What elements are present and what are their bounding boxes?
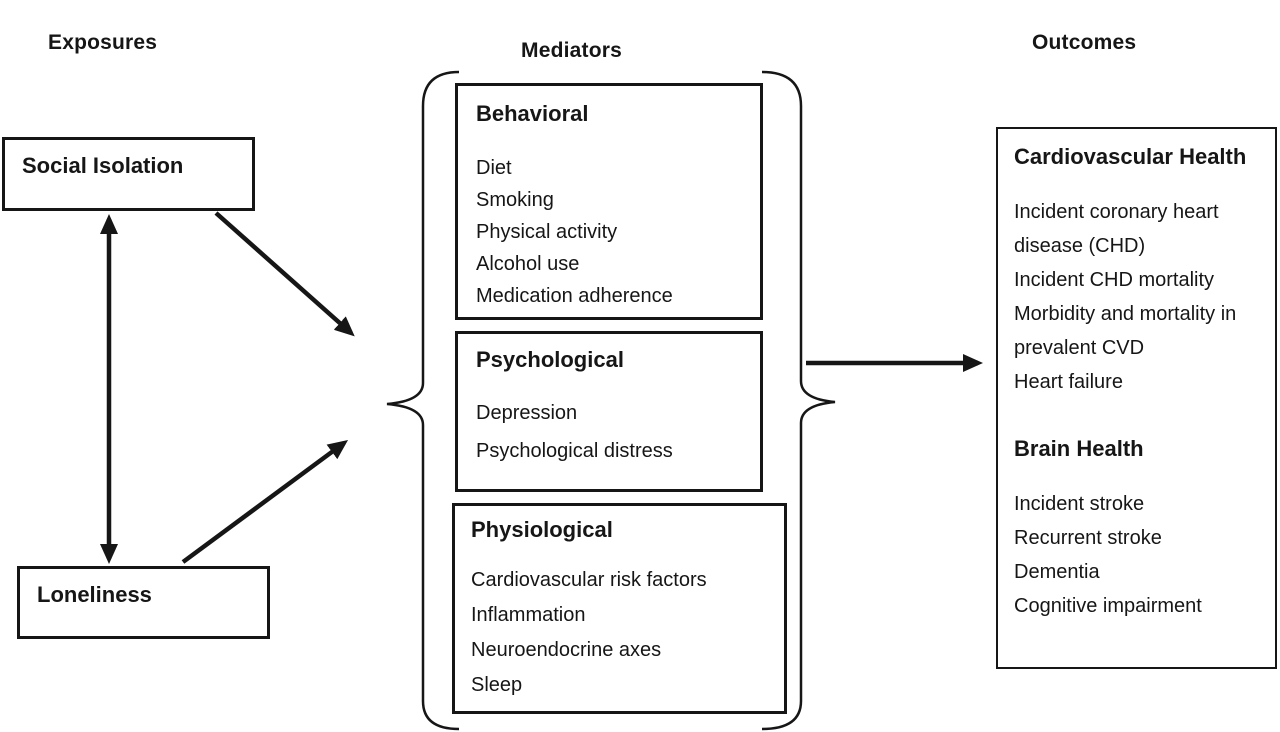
list-item: Inflammation [471, 604, 586, 626]
brain-health-section: Brain Health Incident stroke Recurrent s… [1014, 435, 1261, 623]
list-item: Dementia [1014, 561, 1100, 583]
column-heading-exposures: Exposures [48, 31, 158, 54]
behavioral-title: Behavioral [476, 101, 589, 126]
list-item: Alcohol use [476, 253, 580, 275]
physiological-mediators-box: Physiological Cardiovascular risk factor… [452, 503, 787, 714]
brain-health-title: Brain Health [1014, 436, 1144, 461]
list-item: Physical activity [476, 221, 618, 243]
behavioral-mediators-box: Behavioral Diet Smoking Physical activit… [455, 83, 763, 320]
list-item: Incident stroke [1014, 493, 1145, 515]
social-isolation-label: Social Isolation [22, 153, 184, 178]
list-item: Incident CHD mortality [1014, 269, 1215, 291]
list-item: Depression [476, 402, 578, 424]
behavioral-items: Diet Smoking Physical activity Alcohol u… [476, 152, 744, 312]
list-item: Psychological distress [476, 440, 673, 462]
list-item: Diet [476, 157, 512, 179]
list-item: Heart failure [1014, 371, 1123, 393]
loneliness-label: Loneliness [37, 582, 152, 607]
psychological-title: Psychological [476, 347, 624, 372]
cardiovascular-health-title: Cardiovascular Health [1014, 144, 1247, 169]
list-item: Sleep [471, 674, 523, 696]
cardiovascular-health-items: Incident coronary heart disease (CHD) In… [1014, 195, 1261, 399]
brain-health-items: Incident stroke Recurrent stroke Dementi… [1014, 487, 1261, 623]
arrow-social-isolation-to-mediators [214, 211, 355, 337]
list-item: Recurrent stroke [1014, 527, 1162, 549]
physiological-items: Cardiovascular risk factors Inflammation… [471, 563, 772, 703]
column-heading-mediators: Mediators [521, 39, 622, 62]
outcomes-box: Cardiovascular Health Incident coronary … [996, 127, 1277, 669]
social-isolation-box: Social Isolation [2, 137, 255, 211]
psychological-items: Depression Psychological distress [476, 394, 744, 470]
left-curly-brace [386, 70, 460, 731]
list-item: Neuroendocrine axes [471, 639, 662, 661]
list-item: Cognitive impairment [1014, 595, 1202, 617]
cardiovascular-health-section: Cardiovascular Health Incident coronary … [1014, 143, 1261, 399]
list-item: Cardiovascular risk factors [471, 569, 707, 591]
psychological-mediators-box: Psychological Depression Psychological d… [455, 331, 763, 492]
list-item: Medication adherence [476, 285, 673, 307]
column-heading-outcomes: Outcomes [1032, 31, 1137, 54]
arrow-loneliness-to-mediators [181, 440, 349, 564]
loneliness-box: Loneliness [17, 566, 270, 639]
list-item: Morbidity and mortality in prevalent CVD [1014, 303, 1237, 359]
list-item: Smoking [476, 189, 554, 211]
physiological-title: Physiological [471, 517, 613, 542]
list-item: Incident coronary heart disease (CHD) [1014, 201, 1219, 257]
